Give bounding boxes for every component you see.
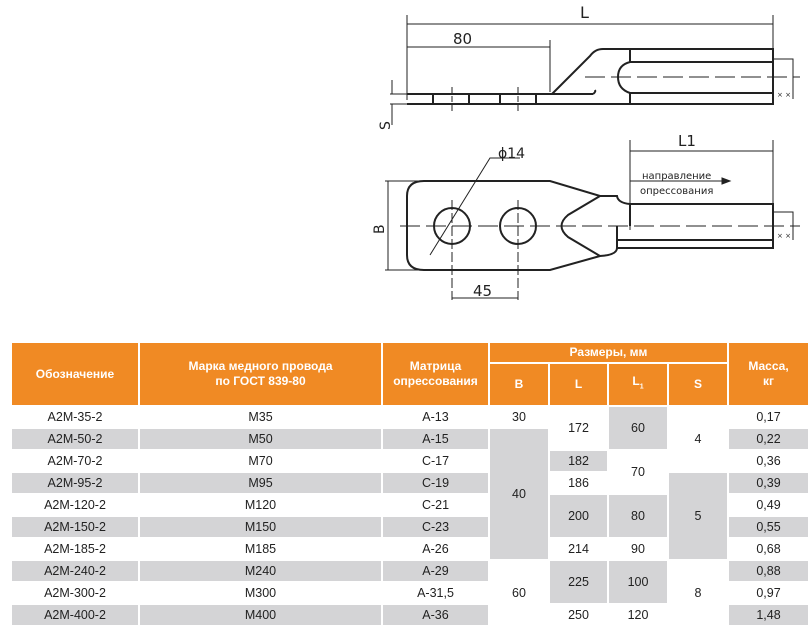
cell-die: А-15	[381, 427, 490, 451]
cell-l1: 120	[607, 603, 669, 627]
cell-designation: А2М-150-2	[10, 515, 140, 539]
cell-l: 200	[548, 493, 609, 539]
cell-mass: 0,49	[727, 493, 810, 517]
side-view: L 80 S × ×	[378, 3, 800, 130]
cell-l1: 80	[607, 493, 669, 539]
cell-die: А-36	[381, 603, 490, 627]
direction-label-1: направление	[642, 171, 711, 182]
cell-l: 182	[548, 449, 609, 473]
cell-l1: 70	[607, 449, 669, 495]
cell-l: 172	[548, 405, 609, 451]
cell-wire: М95	[138, 471, 383, 495]
cell-designation: А2М-300-2	[10, 581, 140, 605]
cell-b: 40	[488, 427, 550, 561]
cell-mass: 0,39	[727, 471, 810, 495]
cell-mass: 0,68	[727, 537, 810, 561]
cell-die: С-17	[381, 449, 490, 473]
break-marks: × ×	[777, 232, 791, 240]
lug-technical-drawing: L 80 S × × L1 направление опрессования ϕ…	[372, 3, 800, 300]
cell-s: 8	[667, 559, 729, 627]
cell-l: 250	[548, 603, 609, 627]
dim-L1: L1	[678, 132, 696, 150]
cell-wire: М240	[138, 559, 383, 583]
cell-die: А-13	[381, 405, 490, 429]
cell-designation: А2М-120-2	[10, 493, 140, 517]
cell-designation: А2М-70-2	[10, 449, 140, 473]
cell-wire: М400	[138, 603, 383, 627]
cell-wire: М70	[138, 449, 383, 473]
cell-mass: 0,22	[727, 427, 810, 451]
cell-die: А-29	[381, 559, 490, 583]
dim-80: 80	[453, 30, 472, 48]
cell-wire: М35	[138, 405, 383, 429]
top-view: L1 направление опрессования ϕ14 B 45 × ×	[372, 132, 800, 300]
cell-mass: 0,88	[727, 559, 810, 583]
header-mass: Масса,кг	[727, 341, 810, 407]
cell-die: А-31,5	[381, 581, 490, 605]
cell-designation: А2М-185-2	[10, 537, 140, 561]
header-L1: L1	[607, 362, 669, 407]
cell-designation: А2М-400-2	[10, 603, 140, 627]
cell-l: 225	[548, 559, 609, 605]
cell-designation: А2М-95-2	[10, 471, 140, 495]
cell-l1: 60	[607, 405, 669, 451]
cell-mass: 0,97	[727, 581, 810, 605]
cell-b: 60	[488, 559, 550, 627]
dim-S: S	[378, 121, 394, 130]
cell-die: А-26	[381, 537, 490, 561]
cell-designation: А2М-50-2	[10, 427, 140, 451]
cell-mass: 0,17	[727, 405, 810, 429]
header-designation: Обозначение	[10, 341, 140, 407]
cell-designation: А2М-35-2	[10, 405, 140, 429]
cell-wire: М50	[138, 427, 383, 451]
cell-wire: М150	[138, 515, 383, 539]
cell-wire: М300	[138, 581, 383, 605]
cell-mass: 0,36	[727, 449, 810, 473]
cell-wire: М185	[138, 537, 383, 561]
dim-45: 45	[473, 282, 492, 300]
cell-mass: 0,55	[727, 515, 810, 539]
header-dimensions: Размеры, мм	[488, 341, 729, 364]
dim-diameter-14: ϕ14	[498, 146, 525, 162]
dim-L: L	[580, 3, 589, 22]
cell-l1: 100	[607, 559, 669, 605]
cell-l: 214	[548, 537, 609, 561]
cell-s: 5	[667, 471, 729, 561]
header-L: L	[548, 362, 609, 407]
header-S: S	[667, 362, 729, 407]
cell-s: 4	[667, 405, 729, 473]
cell-die: С-21	[381, 493, 490, 517]
cell-l1: 90	[607, 537, 669, 561]
break-marks: × ×	[777, 91, 791, 99]
cell-die: С-19	[381, 471, 490, 495]
cell-b: 30	[488, 405, 550, 429]
cell-die: С-23	[381, 515, 490, 539]
cell-mass: 1,48	[727, 603, 810, 627]
dim-B: B	[372, 224, 388, 234]
cell-wire: М120	[138, 493, 383, 517]
cell-designation: А2М-240-2	[10, 559, 140, 583]
header-B: B	[488, 362, 550, 407]
direction-label-2: опрессования	[640, 186, 713, 197]
cell-l: 186	[548, 471, 609, 495]
